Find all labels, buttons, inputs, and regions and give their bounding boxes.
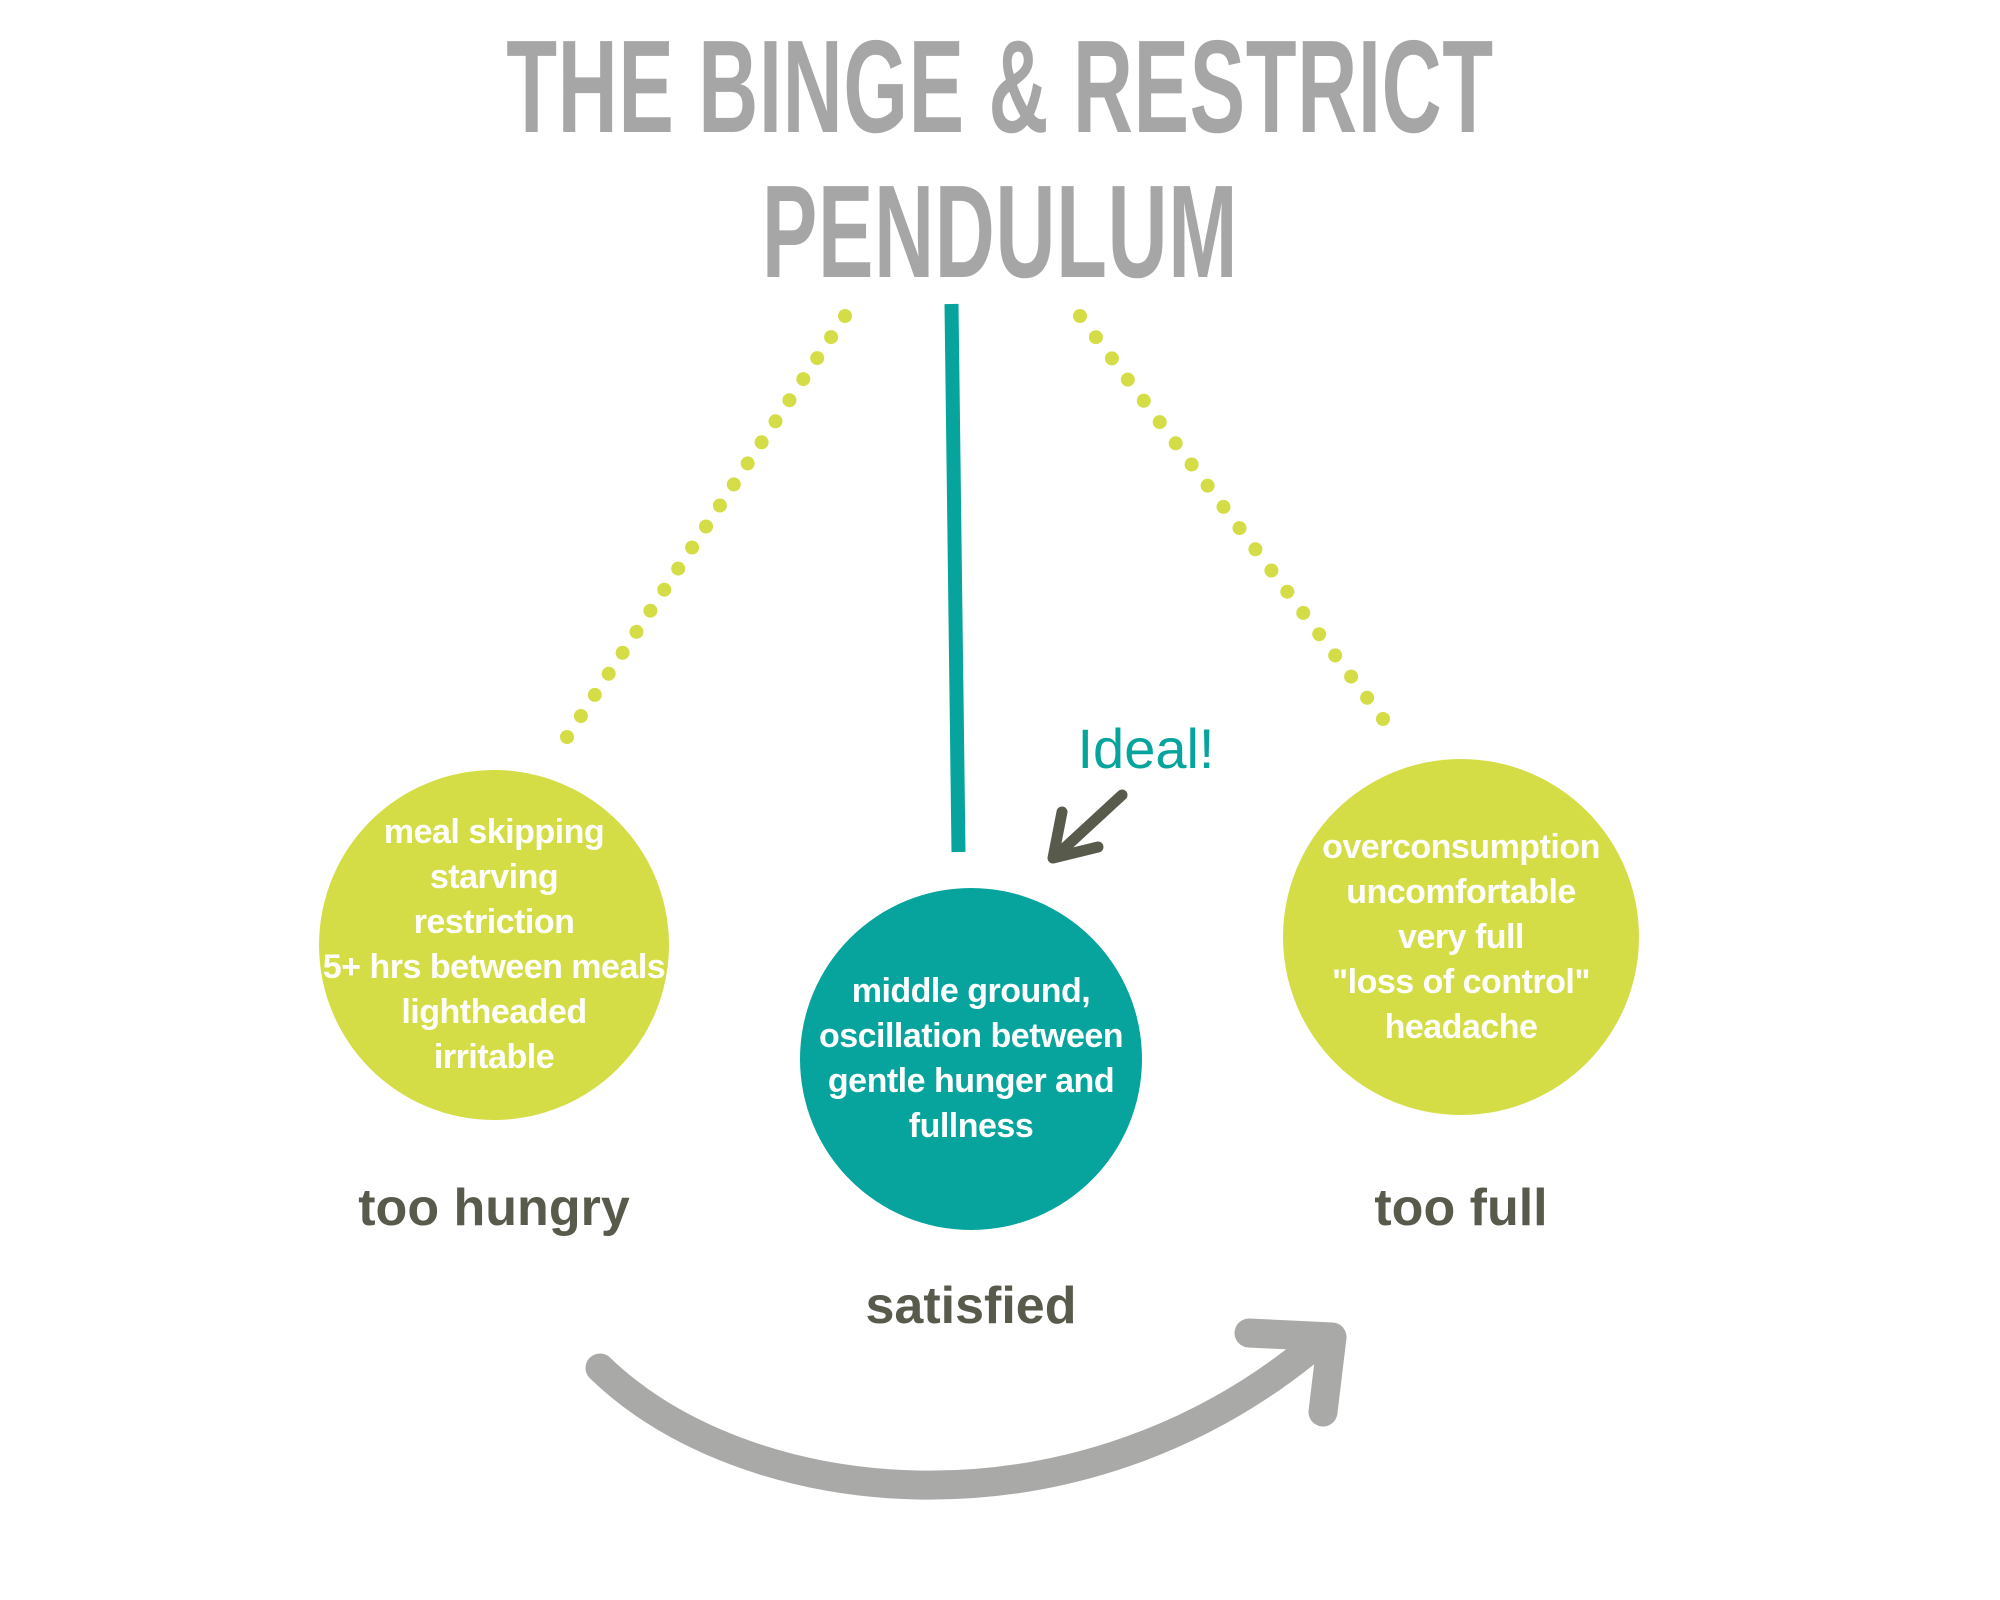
swing-dot xyxy=(1104,351,1119,366)
swing-dot xyxy=(1344,669,1359,684)
swing-dot xyxy=(1296,605,1311,620)
too-hungry-circle: meal skipping starving restriction 5+ hr… xyxy=(319,770,669,1120)
swing-dot xyxy=(712,498,727,513)
left-dotted-swing-line xyxy=(560,309,852,744)
swing-dot xyxy=(671,561,686,576)
swing-dot xyxy=(1073,309,1087,323)
swing-dot xyxy=(573,709,588,723)
swing-dot xyxy=(601,666,616,681)
swing-dot xyxy=(1216,499,1231,514)
too-hungry-circle-text: meal skipping starving restriction 5+ hr… xyxy=(322,813,666,1076)
too-full-circle-text: overconsumption uncomfortable very full … xyxy=(1322,827,1600,1046)
swing-dot xyxy=(1184,457,1199,472)
swing-dot xyxy=(685,540,700,555)
swing-dot xyxy=(1360,690,1375,705)
title-line-2: PENDULUM xyxy=(761,158,1239,305)
swing-dot xyxy=(1136,393,1151,408)
swing-dot xyxy=(782,393,797,408)
satisfied-circle-text: middle ground, oscillation between gentl… xyxy=(818,972,1124,1145)
swing-dot xyxy=(1248,542,1263,557)
pendulum-rod xyxy=(944,303,966,853)
swing-dot xyxy=(643,603,658,618)
swing-dot xyxy=(810,351,825,366)
swing-dot xyxy=(768,414,783,429)
swing-dot xyxy=(1264,563,1279,578)
swing-dot xyxy=(1232,521,1247,536)
ideal-arrow-icon xyxy=(1047,789,1128,864)
swing-dot xyxy=(1168,436,1183,451)
swing-dot xyxy=(587,687,602,702)
title-line-1: THE BINGE & RESTRICT xyxy=(506,13,1494,160)
swing-dot xyxy=(615,645,630,660)
swing-dot xyxy=(1328,648,1343,663)
swing-dot xyxy=(1200,478,1215,493)
too-full-label: too full xyxy=(1374,1179,1548,1237)
swing-dot xyxy=(657,582,672,597)
swing-dot xyxy=(754,435,769,450)
swing-dot xyxy=(838,309,852,323)
satisfied-label: satisfied xyxy=(865,1277,1077,1335)
swing-dot xyxy=(824,330,839,345)
swing-dot xyxy=(1280,584,1295,599)
swing-dot xyxy=(726,477,741,492)
too-full-circle: overconsumption uncomfortable very full … xyxy=(1283,759,1639,1115)
swing-dot xyxy=(1088,330,1103,345)
swing-dot xyxy=(560,730,574,744)
swing-dot xyxy=(699,519,713,534)
satisfied-circle: middle ground, oscillation between gentl… xyxy=(800,888,1142,1230)
right-dotted-swing-line xyxy=(1073,309,1390,726)
swing-dot xyxy=(1376,712,1390,726)
swing-dot xyxy=(629,624,644,639)
swing-dot xyxy=(1312,627,1327,642)
ideal-label: Ideal! xyxy=(1077,717,1215,780)
swing-dot xyxy=(1152,415,1167,430)
swing-arrow-icon xyxy=(585,1318,1347,1500)
too-hungry-label: too hungry xyxy=(358,1179,630,1237)
swing-dot xyxy=(796,372,811,387)
swing-dot xyxy=(1120,372,1135,387)
swing-dot xyxy=(740,456,755,471)
